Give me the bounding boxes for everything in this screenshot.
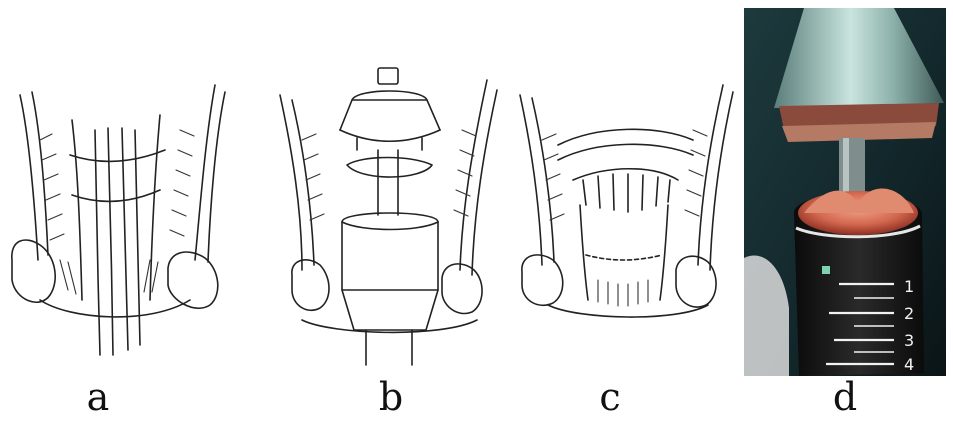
scale-mark-4: 4 (904, 355, 914, 374)
panel-a-drawing (0, 0, 240, 370)
panel-b-label: b (361, 377, 421, 417)
scale-mark-3: 3 (904, 331, 914, 350)
panel-a-label: a (68, 377, 128, 417)
scale-mark-1: 1 (904, 277, 914, 296)
scale-mark-2: 2 (904, 304, 914, 323)
panel-d-label: d (815, 377, 875, 417)
panel-c-drawing (508, 0, 738, 370)
panel-d-photo: 1 2 3 4 (744, 8, 946, 376)
panel-b-drawing (262, 0, 502, 370)
panel-c-label: c (580, 377, 640, 417)
